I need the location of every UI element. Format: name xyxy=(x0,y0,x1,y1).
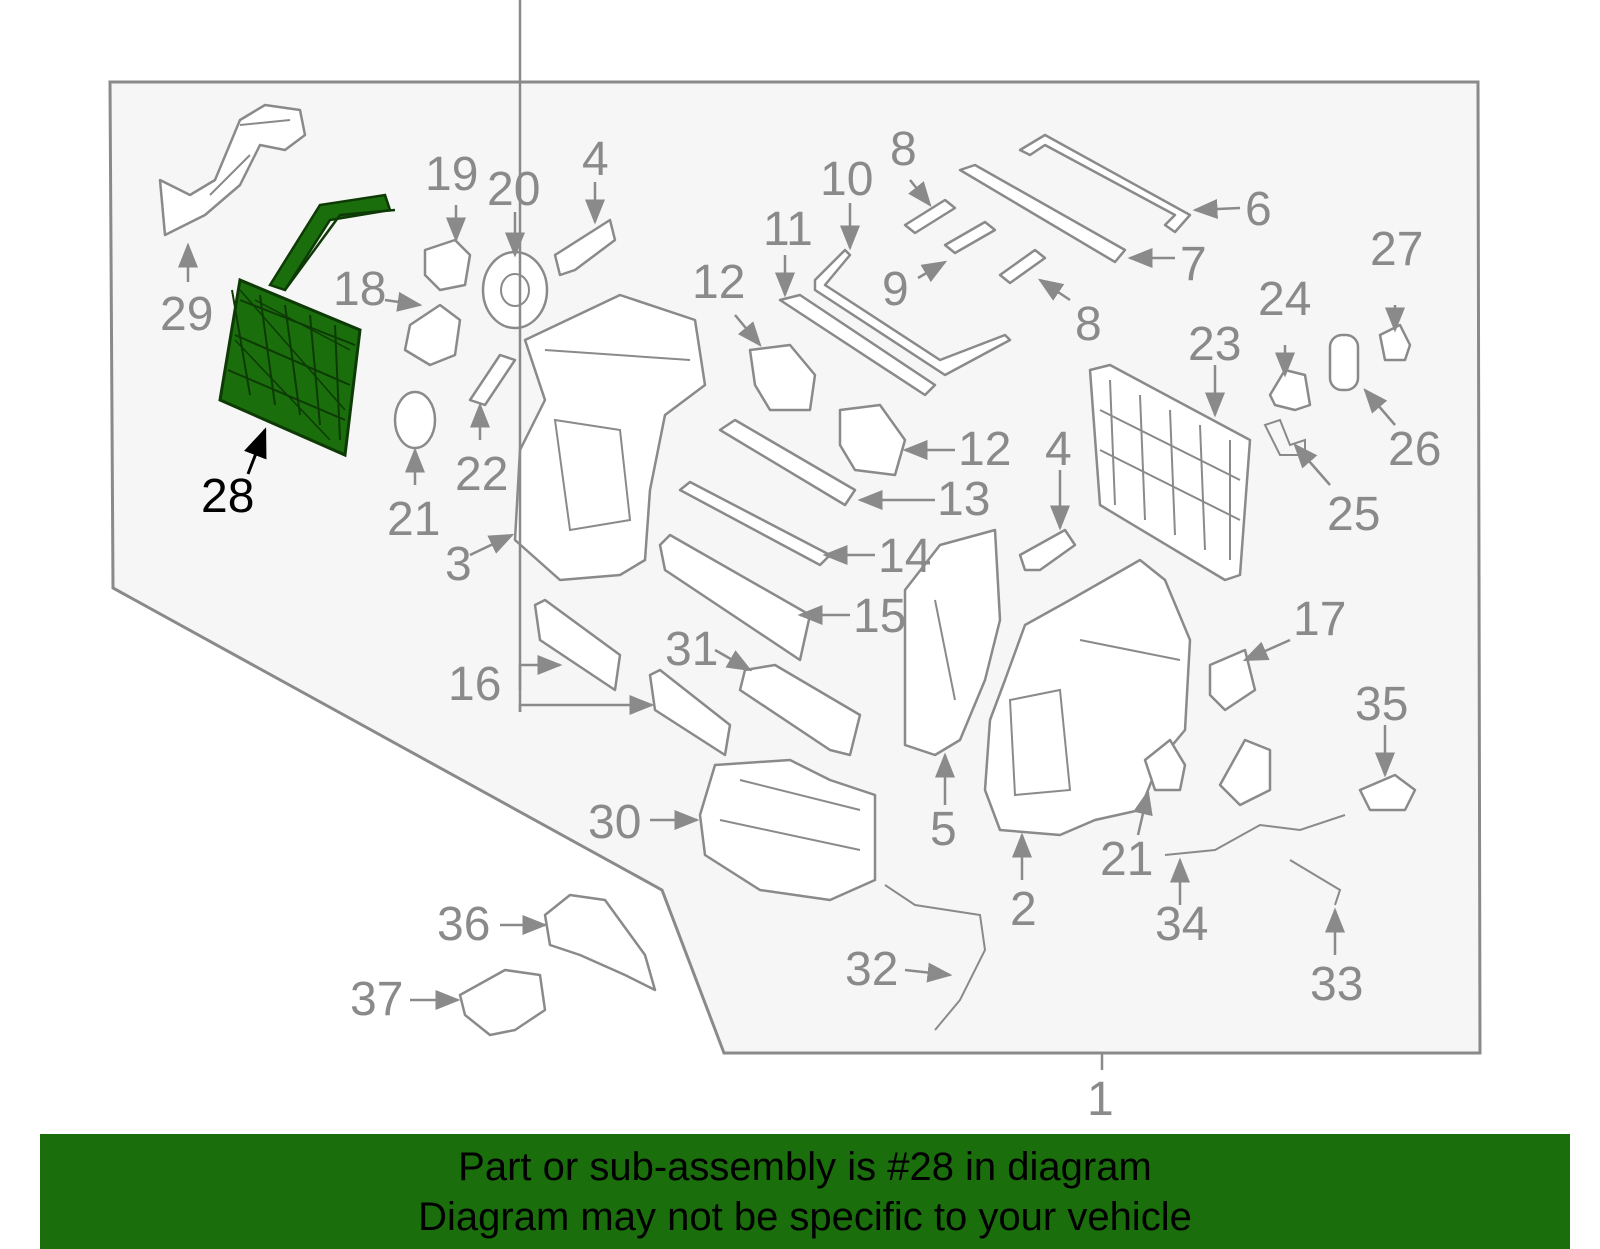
label-19: 19 xyxy=(425,148,478,201)
label-15: 15 xyxy=(853,590,906,643)
part-30-case xyxy=(698,758,877,902)
part-5-duct xyxy=(903,528,1002,757)
label-18: 18 xyxy=(333,263,386,316)
label-22: 22 xyxy=(455,448,508,501)
label-21-right: 21 xyxy=(1100,833,1153,886)
part-28-heater-core xyxy=(218,193,396,458)
label-2: 2 xyxy=(1010,883,1037,936)
part-4-upper-duct xyxy=(553,218,617,277)
label-36: 36 xyxy=(437,898,490,951)
label-27: 27 xyxy=(1370,223,1423,276)
part-23-evaporator xyxy=(1088,363,1252,582)
part-13-door xyxy=(718,418,857,507)
label-13: 13 xyxy=(937,473,990,526)
label-9: 9 xyxy=(882,263,909,316)
part-16-upper-door xyxy=(533,598,622,692)
part-10-seal xyxy=(813,248,1012,377)
part-35-sensor xyxy=(1358,773,1417,812)
label-37: 37 xyxy=(350,973,403,1026)
label-4-right: 4 xyxy=(1045,423,1072,476)
label-11: 11 xyxy=(763,203,813,256)
label-1: 1 xyxy=(1087,1073,1114,1126)
label-30: 30 xyxy=(588,796,641,849)
label-8-upper: 8 xyxy=(890,123,917,176)
label-24: 24 xyxy=(1258,273,1311,326)
label-8-right: 8 xyxy=(1075,298,1102,351)
part-17-sensor xyxy=(1208,648,1257,712)
part-6-seal xyxy=(1018,133,1192,234)
label-6: 6 xyxy=(1245,183,1272,236)
part-12-upper-door xyxy=(748,343,817,412)
label-21-left: 21 xyxy=(387,493,440,546)
label-17: 17 xyxy=(1293,593,1346,646)
label-5: 5 xyxy=(930,803,957,856)
label-20: 20 xyxy=(487,163,540,216)
part-29-bracket xyxy=(158,103,307,237)
part-36-duct xyxy=(543,893,657,992)
part-32-hose xyxy=(884,884,987,1031)
part-8-right-pad xyxy=(998,248,1047,285)
label-32: 32 xyxy=(845,943,898,996)
part-19-actuator xyxy=(423,238,472,292)
label-33: 33 xyxy=(1310,958,1363,1011)
info-banner: Part or sub-assembly is #28 in diagram D… xyxy=(40,1134,1570,1249)
label-16: 16 xyxy=(448,658,501,711)
part-18-actuator xyxy=(403,303,462,367)
label-12-upper: 12 xyxy=(692,256,745,309)
label-10: 10 xyxy=(820,153,873,206)
part-20-blower-motor xyxy=(481,250,549,330)
part-actuator-lower-right xyxy=(1218,738,1272,807)
part-37-bracket xyxy=(458,968,547,1037)
label-26: 26 xyxy=(1388,423,1441,476)
label-12-lower: 12 xyxy=(958,423,1011,476)
callout-labels: 29 19 20 4 10 8 6 7 9 8 11 12 18 28 21 2… xyxy=(160,123,1441,1126)
part-34-hose xyxy=(1164,814,1346,856)
part-8-upper-pad xyxy=(903,198,957,235)
label-7: 7 xyxy=(1180,238,1207,291)
part-21-right-actuator xyxy=(1143,738,1187,792)
label-14: 14 xyxy=(878,530,931,583)
banner-line-2: Diagram may not be specific to your vehi… xyxy=(418,1194,1192,1239)
leader-lines xyxy=(178,0,1405,1070)
part-31-duct xyxy=(738,663,862,757)
label-28: 28 xyxy=(201,470,254,523)
part-21-left-actuator xyxy=(393,390,437,450)
label-23: 23 xyxy=(1188,318,1241,371)
label-29: 29 xyxy=(160,288,213,341)
banner-line-1: Part or sub-assembly is #28 in diagram xyxy=(458,1144,1152,1189)
part-25-clip xyxy=(1263,418,1306,456)
part-7-strip xyxy=(958,163,1127,264)
label-35: 35 xyxy=(1355,678,1408,731)
part-4-right-duct xyxy=(1018,528,1077,572)
part-33-hose xyxy=(1289,859,1342,906)
label-4-upper: 4 xyxy=(582,133,609,186)
label-34: 34 xyxy=(1155,898,1208,951)
label-31: 31 xyxy=(665,623,718,676)
part-26-seal xyxy=(1328,333,1360,392)
part-12-lower-door xyxy=(838,403,907,477)
label-25: 25 xyxy=(1327,488,1380,541)
label-3: 3 xyxy=(445,538,472,591)
part-3-housing xyxy=(513,293,707,582)
part-9-pad xyxy=(943,220,997,255)
part-15-door xyxy=(658,533,812,662)
